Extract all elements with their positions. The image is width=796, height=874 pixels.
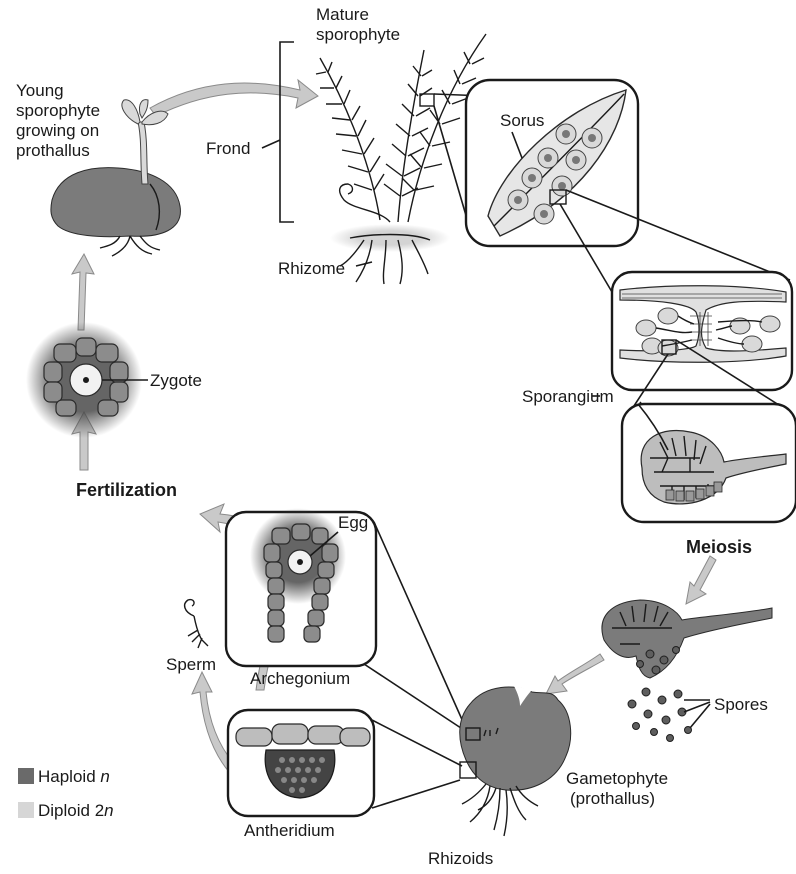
bursting-sporangium xyxy=(602,600,772,742)
label-young-3: growing on xyxy=(16,121,99,140)
label-egg: Egg xyxy=(338,513,368,532)
legend: Haploid n Diploid 2n xyxy=(18,767,114,820)
label-young-1: Young xyxy=(16,81,64,100)
label-sorus: Sorus xyxy=(500,111,544,130)
label-rhizoids: Rhizoids xyxy=(428,849,493,868)
zygote-structure xyxy=(26,322,148,438)
sorus-inset xyxy=(434,80,638,246)
archegonium-inset xyxy=(226,508,472,742)
mature-sporophyte xyxy=(316,34,486,284)
label-mature-sporophyte-1: Mature xyxy=(316,5,369,24)
arrow-zygote-to-young xyxy=(72,254,94,330)
label-meiosis: Meiosis xyxy=(686,537,752,557)
label-antheridium: Antheridium xyxy=(244,821,335,840)
label-zygote: Zygote xyxy=(150,371,202,390)
legend-haploid-swatch xyxy=(18,768,34,784)
label-sperm: Sperm xyxy=(166,655,216,674)
label-rhizome: Rhizome xyxy=(278,259,345,278)
legend-haploid-text: Haploid n xyxy=(38,767,110,786)
frond-bracket xyxy=(262,42,294,222)
gametophyte xyxy=(460,686,571,836)
label-frond: Frond xyxy=(206,139,250,158)
arrow-meiosis-to-spores xyxy=(686,556,716,604)
label-archegonium: Archegonium xyxy=(250,669,350,688)
label-spores: Spores xyxy=(714,695,768,714)
label-mature-sporophyte-2: sporophyte xyxy=(316,25,400,44)
legend-diploid-text: Diploid 2n xyxy=(38,801,114,820)
label-young-4: prothallus xyxy=(16,141,90,160)
legend-diploid-swatch xyxy=(18,802,34,818)
arrow-young-to-mature xyxy=(150,80,318,116)
antheridium-inset xyxy=(228,710,462,816)
sperm-cell xyxy=(185,600,208,648)
label-young-2: sporophyte xyxy=(16,101,100,120)
arrow-spores-to-gametophyte xyxy=(546,654,604,694)
label-sporangium: Sporangium xyxy=(522,387,614,406)
label-fertilization: Fertilization xyxy=(76,480,177,500)
label-gametophyte-1: Gametophyte xyxy=(566,769,668,788)
label-gametophyte-2: (prothallus) xyxy=(570,789,655,808)
